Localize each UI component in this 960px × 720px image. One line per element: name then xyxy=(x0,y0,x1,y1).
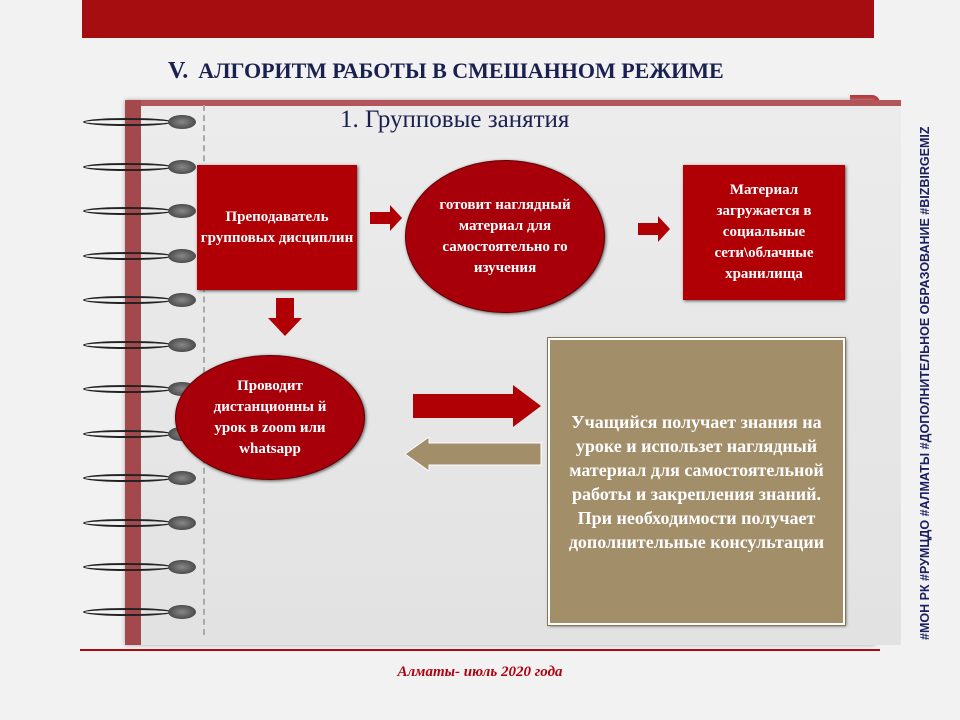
footer-text: Алматы- июль 2020 года xyxy=(397,664,563,680)
slide-title: V. АЛГОРИТМ РАБОТЫ В СМЕШАННОМ РЕЖИМЕ xyxy=(168,58,868,85)
student-box: Учащийся получает знания на уроке и испо… xyxy=(547,337,846,626)
top-banner xyxy=(82,0,874,38)
prepares-ellipse: готовит наглядный материал для самостоят… xyxy=(405,160,605,313)
teacher-box: Преподаватель групповых дисциплин xyxy=(197,165,357,290)
spiral-ring xyxy=(83,293,196,307)
spiral-ring xyxy=(83,204,196,218)
margin-line xyxy=(203,105,205,635)
arrow-right-icon xyxy=(638,216,670,242)
title-text: АЛГОРИТМ РАБОТЫ В СМЕШАННОМ РЕЖИМЕ xyxy=(198,58,724,83)
spiral-ring xyxy=(83,159,196,174)
arrow-down-icon xyxy=(268,298,302,336)
spiral-ring xyxy=(83,515,196,530)
arrow-left-icon xyxy=(405,437,542,471)
upload-box: Материал загружается в социальные сети\о… xyxy=(683,165,845,300)
spiral-ring xyxy=(83,471,196,485)
subtitle: 1. Групповые занятия xyxy=(340,106,570,133)
arrow-right-icon xyxy=(370,205,402,231)
arrow-right-icon xyxy=(413,385,541,427)
lesson-ellipse: Проводит дистанционны й урок в zoom или … xyxy=(175,355,365,480)
hashtags-vertical: #МОН РК #РУМЦДО #АЛМАТЫ #ДОПОЛНИТЕЛЬНОЕ … xyxy=(918,126,932,641)
spiral-ring xyxy=(83,337,196,352)
spiral-ring xyxy=(83,560,196,574)
footer-divider xyxy=(80,649,880,651)
spiral-ring xyxy=(83,115,196,129)
spiral-ring xyxy=(83,248,196,263)
spiral-ring xyxy=(83,382,196,396)
spiral-ring xyxy=(83,604,196,619)
section-number: V. xyxy=(168,58,189,84)
